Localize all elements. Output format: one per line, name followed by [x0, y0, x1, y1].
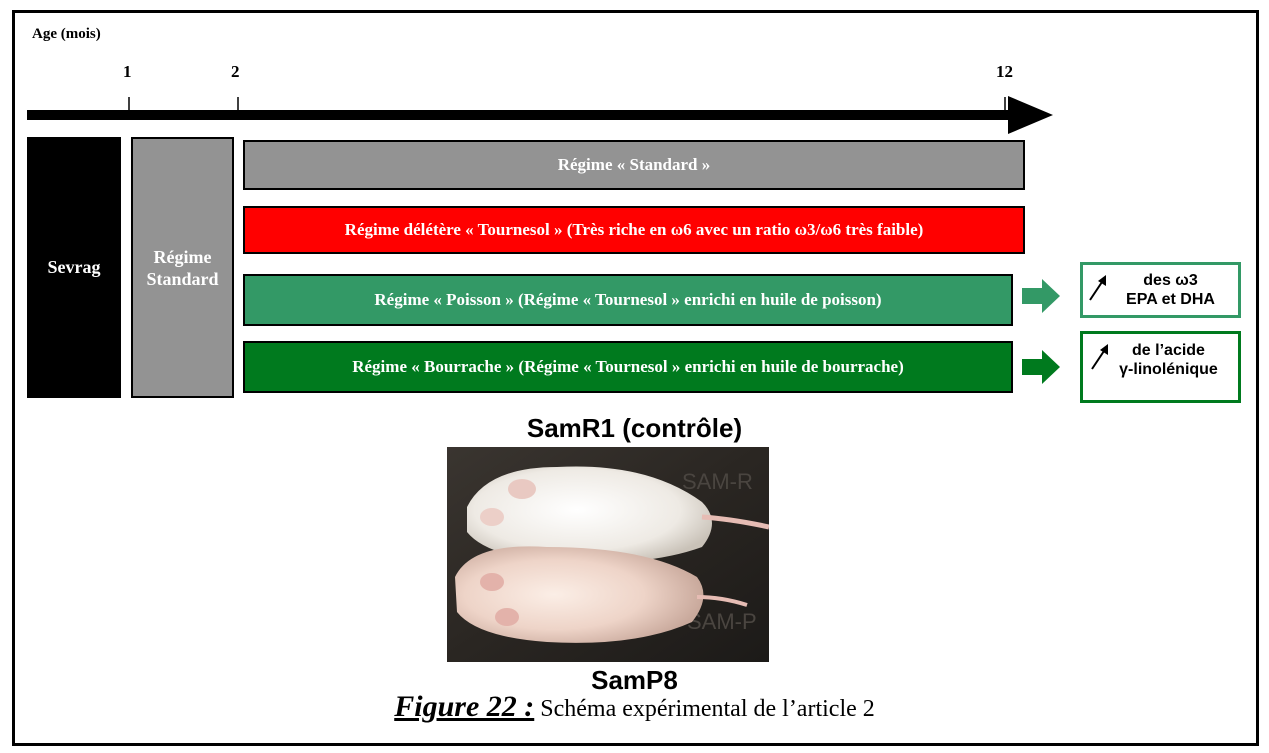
effect-note-poisson: des ω3 EPA et DHA	[1080, 262, 1241, 318]
sevrage-label: Sevrag	[48, 257, 101, 278]
figure-number: Figure 22 :	[394, 690, 534, 723]
increase-arrow-icon	[1087, 273, 1109, 303]
regime-bar-label: Régime « Bourrache » (Régime « Tournesol…	[352, 357, 904, 377]
samr1-label: SamR1 (contrôle)	[0, 413, 1269, 444]
figure-caption: Figure 22 : Schéma expérimental de l’art…	[0, 690, 1269, 724]
bourrache-arrow-icon	[1020, 347, 1070, 387]
axis-line	[27, 110, 1017, 120]
regime-tournesol-bar: Régime délétère « Tournesol » (Très rich…	[243, 206, 1025, 254]
regime-standard-label: Régime Standard	[143, 246, 223, 290]
effect-line1: de l’acide	[1099, 341, 1238, 360]
time-axis	[0, 0, 1269, 140]
sevrage-box: Sevrag	[27, 137, 121, 398]
effect-note-bourrache: de l’acide γ-linolénique	[1080, 331, 1241, 403]
effect-line2: γ-linolénique	[1099, 360, 1238, 379]
regime-poisson-bar: Régime « Poisson » (Régime « Tournesol »…	[243, 274, 1013, 326]
axis-arrowhead	[1008, 96, 1053, 134]
watermark-top: SAM-R	[682, 469, 753, 494]
regime-bar-label: Régime « Standard »	[558, 155, 711, 175]
regime-bourrache-bar: Régime « Bourrache » (Régime « Tournesol…	[243, 341, 1013, 393]
effect-line1: des ω3	[1103, 271, 1238, 290]
regime-bar-label: Régime délétère « Tournesol » (Très rich…	[345, 220, 924, 240]
regime-bar-label: Régime « Poisson » (Régime « Tournesol »…	[374, 290, 881, 310]
poisson-arrow-icon	[1020, 276, 1070, 316]
caption-text: Schéma expérimental de l’article 2	[540, 696, 875, 722]
mice-photo: SAM-R SAM-P	[447, 447, 769, 662]
regime-standard-box: Régime Standard	[131, 137, 234, 398]
increase-arrow-icon	[1089, 342, 1111, 372]
regime-standard-bar: Régime « Standard »	[243, 140, 1025, 190]
effect-line2: EPA et DHA	[1103, 290, 1238, 309]
